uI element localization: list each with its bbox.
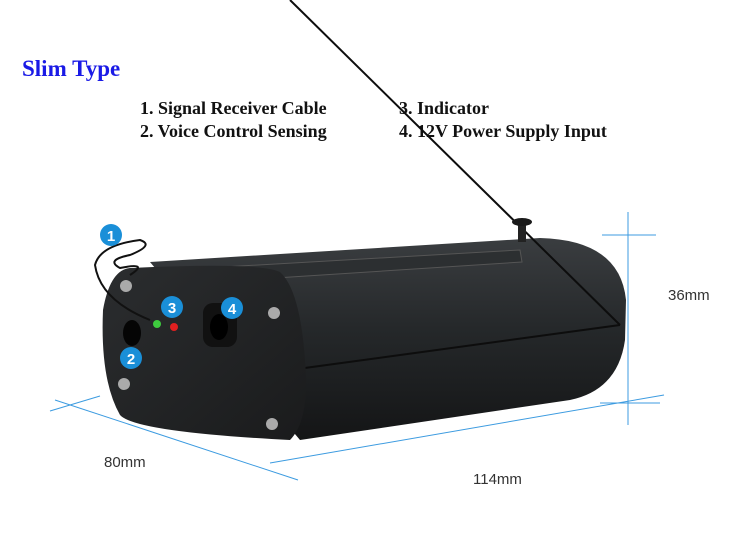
badge-1: 1	[100, 224, 122, 246]
power-jack	[210, 314, 228, 340]
legend-item-4: 4. 12V Power Supply Input	[399, 121, 607, 141]
badge-2: 2	[120, 347, 142, 369]
page-title: Slim Type	[22, 56, 121, 81]
svg-text:4: 4	[228, 301, 237, 318]
led-red	[170, 323, 178, 331]
svg-text:1: 1	[107, 228, 115, 245]
screw	[118, 378, 130, 390]
led-green	[153, 320, 161, 328]
dimension-length: 114mm	[473, 471, 522, 488]
device-body	[93, 0, 626, 440]
badge-3: 3	[161, 296, 183, 318]
dimension-lines	[49, 212, 665, 481]
screw	[120, 280, 132, 292]
antenna-cable	[93, 238, 151, 321]
screw	[266, 418, 278, 430]
mic-hole	[123, 320, 141, 346]
badge-4: 4	[221, 297, 243, 319]
screw	[268, 307, 280, 319]
dimension-width: 80mm	[104, 454, 146, 471]
legend-item-3: 3. Indicator	[399, 98, 489, 118]
legend-right: 3. Indicator 4. 12V Power Supply Input	[399, 97, 607, 143]
svg-text:2: 2	[127, 351, 135, 368]
svg-text:3: 3	[168, 300, 176, 317]
legend-left: 1. Signal Receiver Cable 2. Voice Contro…	[140, 97, 327, 143]
dimension-height: 36mm	[668, 287, 710, 304]
legend-item-1: 1. Signal Receiver Cable	[140, 98, 327, 118]
legend-item-2: 2. Voice Control Sensing	[140, 121, 327, 141]
